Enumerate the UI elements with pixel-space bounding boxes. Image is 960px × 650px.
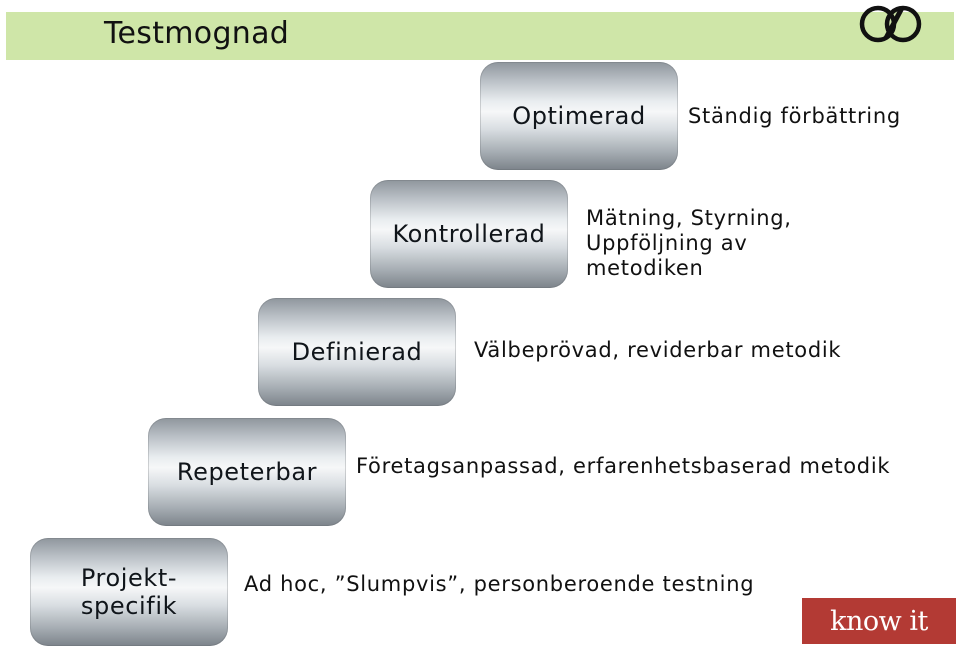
level-description: Ständig förbättring bbox=[688, 104, 901, 128]
title-band bbox=[6, 12, 954, 60]
level-description: Företagsanpassad, erfarenhetsbaserad met… bbox=[356, 454, 891, 478]
level-label: Kontrollerad bbox=[392, 220, 546, 248]
level-label: Optimerad bbox=[512, 102, 646, 130]
level-label: Repeterbar bbox=[176, 458, 318, 486]
page-title: Testmognad bbox=[104, 16, 290, 51]
level-kontrollerad-box: Kontrollerad bbox=[370, 180, 568, 288]
level-label: Projekt- specifik bbox=[80, 564, 178, 620]
brand-text: know it bbox=[830, 605, 928, 637]
level-description: Mätning, Styrning, Uppföljning av metodi… bbox=[586, 206, 792, 280]
level-projektspecifik-box: Projekt- specifik bbox=[30, 538, 228, 646]
level-optimerad-box: Optimerad bbox=[480, 62, 678, 170]
level-description: Ad hoc, ”Slumpvis”, personberoende testn… bbox=[244, 572, 755, 596]
level-description: Välbeprövad, reviderbar metodik bbox=[474, 338, 842, 362]
level-definierad-box: Definierad bbox=[258, 298, 456, 406]
infinity-logo-icon bbox=[859, 5, 922, 43]
know-it-logo: know it bbox=[802, 598, 956, 644]
level-label: Definierad bbox=[291, 338, 423, 366]
level-repeterbar-box: Repeterbar bbox=[148, 418, 346, 526]
